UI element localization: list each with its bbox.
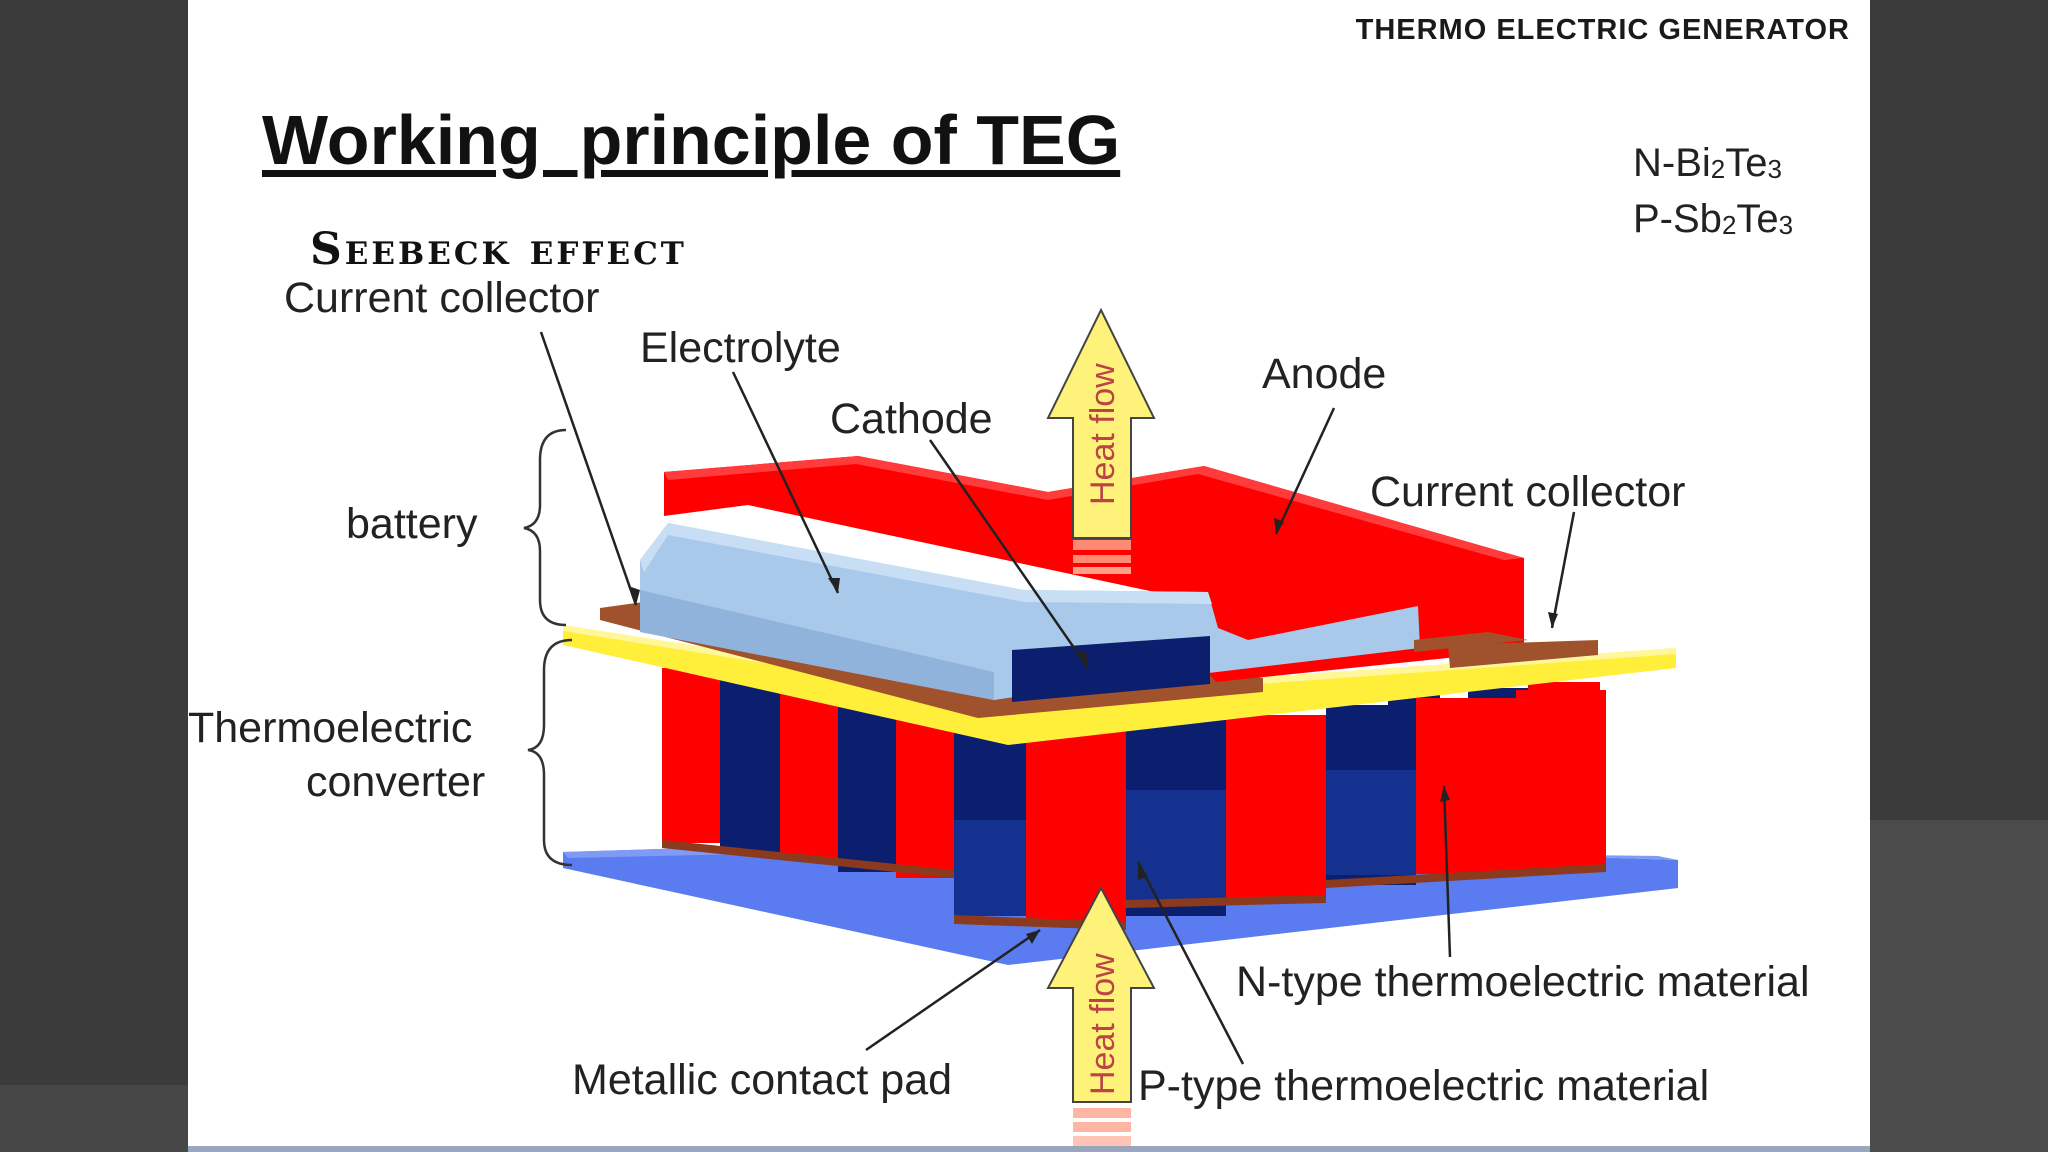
middle-plate: [563, 625, 1676, 745]
n-type-leg: [896, 708, 954, 878]
background-left-lower-panel: [0, 1085, 188, 1152]
metallic-contact-pad: [662, 840, 954, 878]
current-collector-left-label: Current collector: [284, 274, 599, 322]
slide-subtitle: Seebeck effect: [310, 224, 687, 275]
material-n-type: N-Bi2Te3: [1633, 141, 1782, 185]
p-type-label: P-type thermoelectric material: [1138, 1062, 1709, 1110]
n-type-label: N-type thermoelectric material: [1236, 958, 1810, 1006]
heat-flow-arrow-bottom: [1046, 885, 1156, 1146]
battery-brace: [523, 428, 567, 627]
cathode-label: Cathode: [830, 395, 993, 443]
current-collector-right-label: Current collector: [1370, 468, 1685, 516]
current-collector-right: [1448, 640, 1598, 668]
electrolyte-label: Electrolyte: [640, 324, 841, 372]
slide-title: Working principle of TEG: [262, 101, 1121, 179]
p-type-leg: [720, 680, 780, 852]
metallic-contact-pad-label: Metallic contact pad: [572, 1056, 952, 1104]
battery-label: battery: [346, 500, 478, 548]
background-right-lower-panel: [1870, 820, 2048, 1152]
leader-arrowheads: [628, 518, 1558, 944]
n-type-leg: [1416, 698, 1516, 874]
p-type-leg: [838, 700, 896, 872]
heat-flow-arrow-top: [1046, 307, 1156, 574]
n-type-leg: [662, 668, 720, 843]
materials-list: N-Bi2Te3 P-Sb2Te3: [1633, 138, 1793, 250]
n-type-leg: [780, 688, 838, 860]
slide: Current collector Electrolyte Cathode An…: [188, 0, 1870, 1152]
leader-lines: [539, 331, 1576, 1065]
header-label: THERMO ELECTRIC GENERATOR: [1355, 14, 1850, 46]
converter-label: converter: [306, 758, 485, 806]
n-type-leg: [1226, 715, 1326, 900]
heat-flow-label-top: Heat flow: [1084, 363, 1122, 505]
background-left-panel: [0, 0, 188, 1152]
converter-brace: [527, 638, 573, 867]
material-p-type: P-Sb2Te3: [1633, 197, 1794, 241]
n-type-leg: [1026, 728, 1126, 923]
teg-diagram: Current collector Electrolyte Cathode An…: [188, 274, 1810, 1146]
slide-bottom-bar: [188, 1146, 1870, 1152]
heat-flow-label-bottom: Heat flow: [1084, 953, 1122, 1095]
anode-label: Anode: [1262, 350, 1386, 398]
cathode-block: [1012, 636, 1210, 702]
thermoelectric-label: Thermoelectric: [188, 704, 472, 752]
